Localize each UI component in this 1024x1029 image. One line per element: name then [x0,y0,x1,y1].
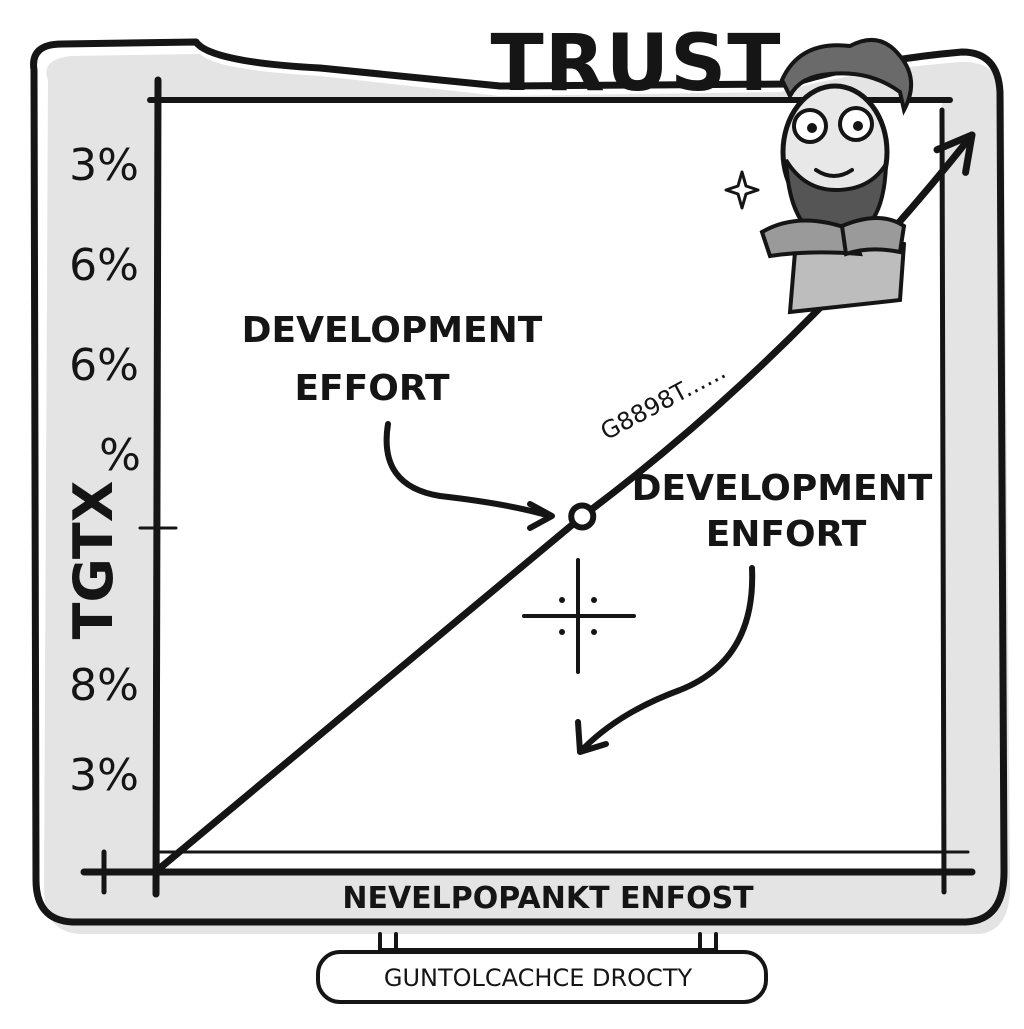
annotation-2-line-2: ENFORT [706,514,867,555]
y-axis-label: TGTX [62,481,125,640]
y-tick-label: 3% [69,750,139,801]
chart-frame [30,38,1008,926]
y-tick-label: 8% [69,660,139,711]
annotation-1-arrow [383,421,553,519]
y-tick-labels: 3% 6% 6%% 8% 3% [69,140,141,801]
y-axis-line [152,76,162,898]
y-tick-label: 3% [69,140,139,191]
annotation-1-arrowhead [527,501,555,531]
chart-title: TRUST [491,19,782,109]
x-axis-label: NEVELPOPANKT ENFOST [342,881,754,916]
x-axis-bracket [378,932,718,952]
y-tick-label: 6% [69,240,139,291]
annotation-1-line-2: EFFORT [294,368,449,409]
y-tick-label: % [99,430,141,481]
annotation-1-line-1: DEVELOPMENT [242,310,543,351]
annotation-2-arrowhead [575,719,609,755]
subtitle-box [316,950,768,1004]
crosshair-icon [522,558,636,674]
series-midpoint-marker [568,502,597,531]
sparkle-icon [724,170,760,210]
annotation-2-arrow [581,565,756,751]
cartoon-man-illustration [759,37,913,315]
right-border-line [939,107,947,895]
y-tick-label: 6% [69,340,139,391]
annotation-2-line-1: DEVELOPMENT [632,468,933,509]
subtitle: GUNTOLCACHCE DROCTY [384,964,693,992]
series-arrowhead [933,131,976,176]
